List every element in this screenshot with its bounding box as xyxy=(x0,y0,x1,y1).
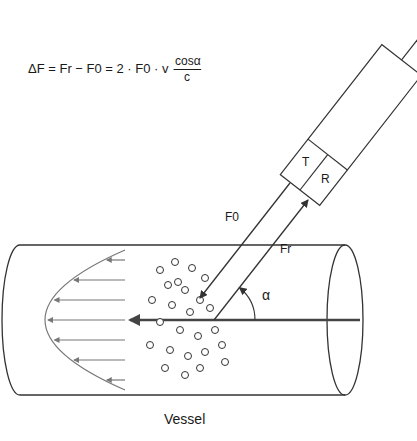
angle-arc xyxy=(240,288,256,320)
frequency-label: F0 xyxy=(225,211,239,224)
transducer-probe xyxy=(280,5,417,205)
angle-label: α xyxy=(262,288,270,303)
frequency-label: Fr xyxy=(280,243,291,256)
formula-numerator: cosα xyxy=(175,55,201,68)
velocity-profile xyxy=(45,250,125,390)
reflected-beam xyxy=(214,200,308,320)
vessel-label: Vessel xyxy=(164,412,205,427)
flow-arrow xyxy=(130,319,360,322)
formula-denominator: c xyxy=(184,71,190,84)
formula: ΔF = Fr − F0 = 2 · F0 · v xyxy=(28,62,169,76)
fraction-bar xyxy=(174,69,202,70)
vessel-tube xyxy=(2,245,363,395)
receiver-label: R xyxy=(321,173,330,186)
transmitter-label: T xyxy=(302,156,309,169)
